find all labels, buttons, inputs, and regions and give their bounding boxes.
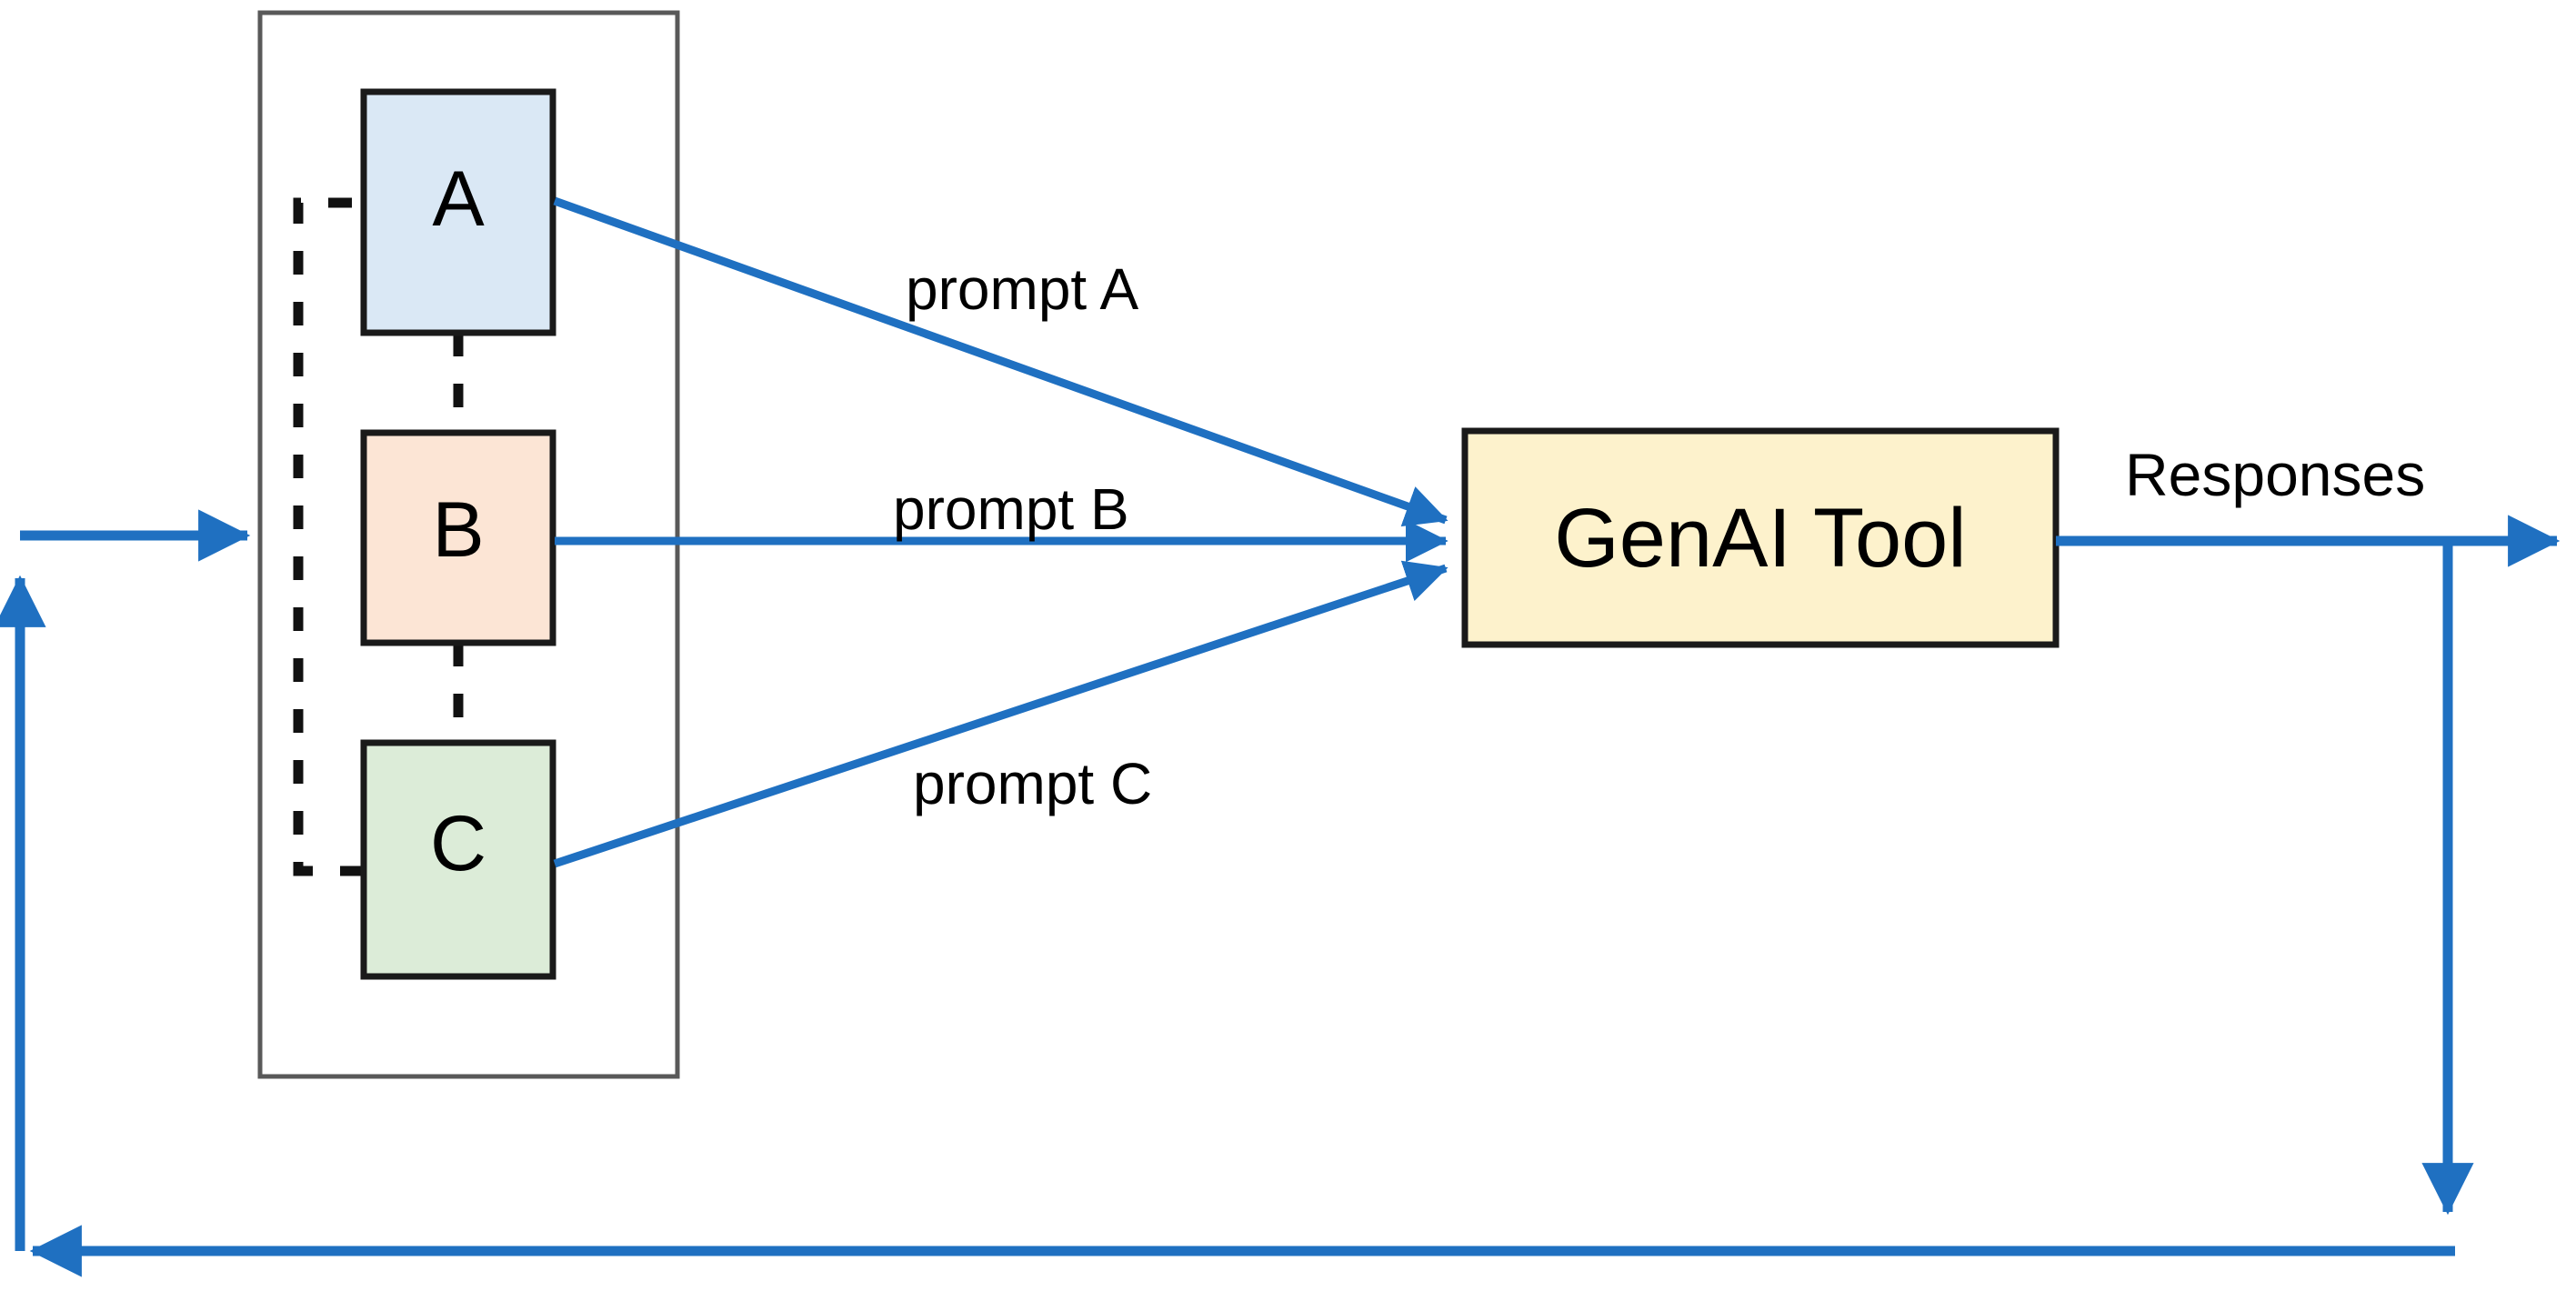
- node-b-label: B: [432, 486, 484, 574]
- node-genai-tool-box[interactable]: [1461, 427, 2060, 648]
- node-a-box[interactable]: [360, 88, 556, 336]
- edge-prompt-c-label: prompt C: [913, 751, 1152, 816]
- edge-prompt-b-label: prompt B: [893, 476, 1129, 542]
- node-c-label: C: [430, 800, 486, 887]
- edge-responses-label: Responses: [2125, 441, 2425, 508]
- node-a-label: A: [432, 155, 485, 243]
- edge-prompt-a-label: prompt A: [906, 256, 1138, 322]
- node-c-box[interactable]: [360, 739, 556, 980]
- edge-prompt-c-line: [553, 560, 1448, 868]
- node-b-box[interactable]: [360, 429, 556, 646]
- node-genai-tool-label: GenAI Tool: [1554, 492, 1967, 585]
- dashed-link-c-to-a: [293, 197, 364, 876]
- edge-prompt-a-line: [553, 196, 1448, 527]
